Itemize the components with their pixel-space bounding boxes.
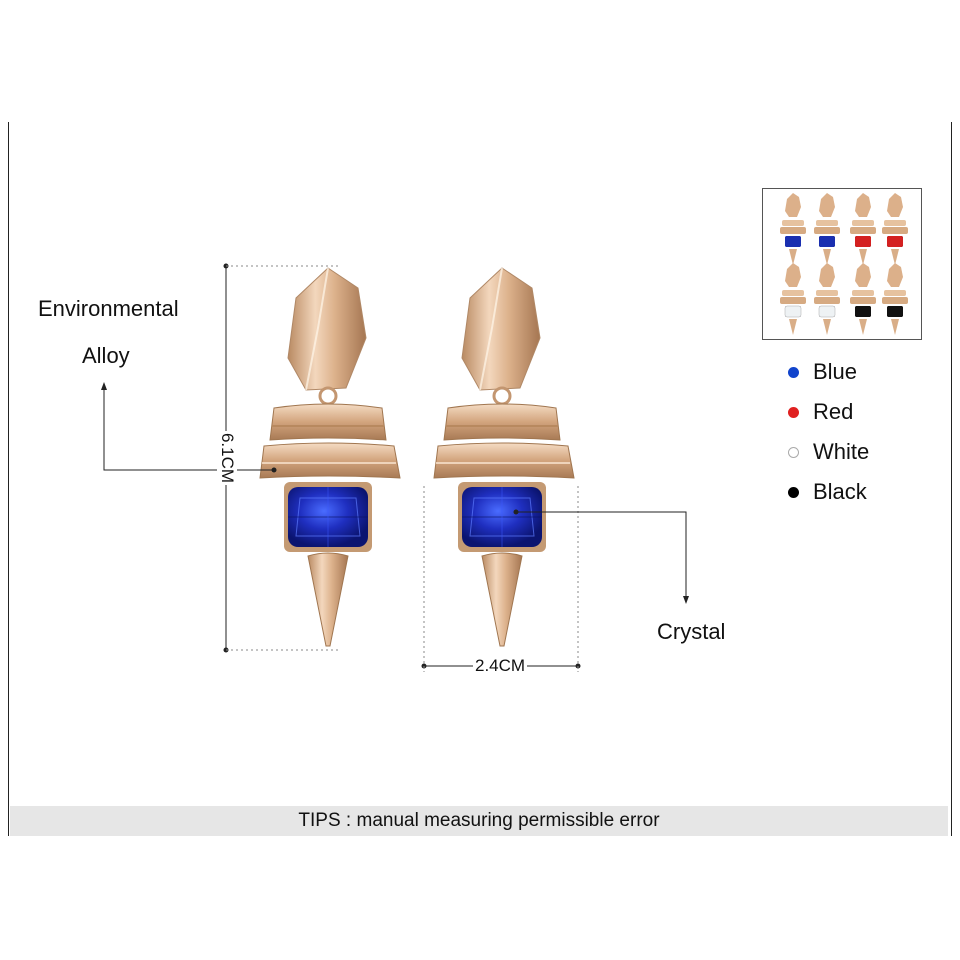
- legend-item-blue: Blue: [788, 352, 869, 392]
- red-dot-icon: [788, 406, 799, 418]
- legend-label: Red: [813, 399, 854, 424]
- legend-label: Blue: [813, 359, 858, 384]
- height-dimension-label: 6.1CM: [217, 431, 237, 485]
- crystal-leader-line: [516, 511, 687, 600]
- legend-item-black: Black: [788, 472, 869, 512]
- variants-grid-image: [780, 193, 908, 335]
- earring-right: [432, 266, 576, 648]
- legend-label: Black: [813, 479, 867, 504]
- alloy-leader-line: [103, 386, 274, 471]
- black-dot-icon: [788, 486, 799, 498]
- width-dimension-label: 2.4CM: [473, 656, 528, 676]
- earring-left: [258, 266, 402, 648]
- color-variants-thumbnail: [762, 188, 922, 340]
- white-dot-icon: [788, 446, 799, 458]
- material-label-line2: Alloy: [82, 343, 130, 368]
- legend-item-red: Red: [788, 392, 869, 432]
- crystal-label: Crystal: [657, 619, 726, 644]
- color-legend: Blue Red White Black: [788, 352, 869, 512]
- material-label-line1: Environmental: [38, 296, 179, 321]
- legend-label: White: [813, 439, 870, 464]
- blue-dot-icon: [788, 366, 799, 378]
- content-frame: [8, 122, 952, 836]
- tips-bar: TIPS : manual measuring permissible erro…: [10, 806, 948, 836]
- legend-item-white: White: [788, 432, 869, 472]
- tips-text: TIPS : manual measuring permissible erro…: [298, 810, 660, 831]
